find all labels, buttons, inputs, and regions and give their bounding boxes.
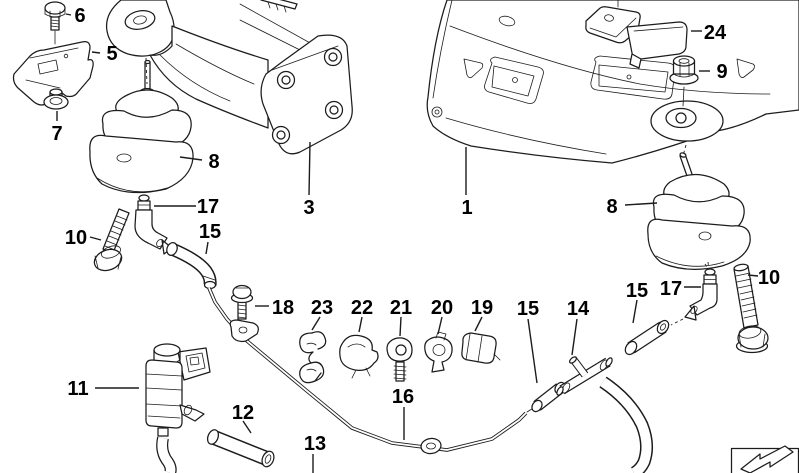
leader-engine-mount-left-8 [179, 156, 203, 161]
leader-engine-mount-right-8 [624, 202, 658, 206]
leader-hose-12 [242, 420, 252, 434]
leader-lines [56, 13, 759, 473]
part-label-spring-clip-23: 23 [311, 297, 333, 319]
leader-hose-left-15 [205, 241, 209, 255]
hose-12-drawing [206, 429, 275, 468]
stop-bracket-drawing [12, 41, 94, 106]
leader-clamp-19 [474, 316, 483, 332]
part-label-angle-connector-right-17: 17 [660, 278, 682, 300]
part-label-bolt-right-10: 10 [758, 267, 780, 289]
part-label-t-connector-14: 14 [567, 298, 590, 320]
angle-connector-left-drawing [134, 194, 173, 255]
leader-hex-bolt-6 [65, 13, 72, 16]
angle-connector-right-drawing [670, 261, 718, 326]
leader-clip-20 [437, 316, 443, 335]
t-connector-drawing [556, 356, 613, 396]
part-label-holder-21: 21 [390, 297, 412, 319]
engine-mount-left-drawing [89, 59, 194, 194]
part-label-bracket-24: 24 [704, 22, 727, 44]
leader-spring-clip-23 [311, 316, 321, 331]
bolt-right-drawing [733, 263, 769, 354]
part-label-bolt-left-10: 10 [65, 227, 87, 249]
leader-bolt-right-10 [747, 274, 759, 277]
part-label-hose-right-15: 15 [626, 280, 648, 302]
clip-20-drawing [424, 331, 453, 373]
part-label-screw-18: 18 [272, 297, 294, 319]
vacuum-valve-drawing [145, 343, 211, 473]
part-label-clip-22: 22 [351, 297, 373, 319]
bracket-24-drawing [585, 0, 688, 69]
part-label-hose-12: 12 [232, 402, 254, 424]
part-label-vacuum-pipe-16: 16 [392, 386, 414, 408]
engine-mount-right-drawing [647, 144, 751, 275]
leader-clip-22 [358, 316, 363, 333]
part-label-flange-nut-9: 9 [716, 61, 727, 83]
hose-right-drawing [624, 319, 670, 356]
leader-hose-middle-15 [527, 318, 538, 384]
holder-21-drawing [386, 337, 413, 382]
hex-bolt-drawing [44, 1, 66, 45]
part-label-support-arm-3: 3 [303, 197, 314, 219]
part-label-clip-20: 20 [431, 297, 453, 319]
part-label-engine-mount-right-8: 8 [606, 196, 617, 218]
part-label-grommet-7: 7 [51, 123, 62, 145]
front-axle-support-drawing [426, 0, 799, 164]
leader-bolt-left-10 [89, 236, 102, 241]
leader-t-connector-14 [571, 318, 578, 356]
part-label-hose-13: 13 [304, 433, 326, 455]
clamp-19-drawing [461, 332, 501, 364]
leader-support-arm-3 [308, 141, 311, 196]
part-label-clamp-19: 19 [471, 297, 493, 319]
part-label-vacuum-valve-11: 11 [67, 378, 88, 400]
hose-13-drawing [599, 376, 654, 473]
part-labels: 65 7 8 3 1 24 9 8 10 17 15 10 17 15 18 23 22 21 20 19 15 14 11… [51, 5, 780, 455]
vacuum-pipe-drawing [207, 287, 528, 455]
hose-left-drawing [166, 242, 217, 290]
leader-stop-bracket-5 [91, 51, 101, 54]
direction-of-travel-arrow-box [730, 445, 799, 473]
leader-hose-right-15 [632, 299, 638, 324]
part-label-hose-middle-15: 15 [517, 298, 539, 320]
leader-holder-21 [399, 316, 402, 337]
part-label-hose-left-15: 15 [199, 221, 221, 243]
flange-nut-drawing [669, 55, 699, 85]
part-label-front-axle-support-1: 1 [461, 197, 472, 219]
bolt-left-drawing [93, 208, 130, 272]
part-label-angle-connector-left-17: 17 [197, 196, 219, 218]
part-label-hex-bolt-6: 6 [74, 5, 85, 27]
part-label-engine-mount-left-8: 8 [208, 151, 219, 173]
clip-22-drawing [339, 334, 379, 379]
screw-18-drawing [230, 284, 254, 320]
spring-clip-23-drawing [299, 331, 327, 384]
grommet-drawing [43, 88, 69, 110]
support-arm-drawing [105, 0, 353, 155]
part-label-stop-bracket-5: 5 [106, 43, 117, 65]
